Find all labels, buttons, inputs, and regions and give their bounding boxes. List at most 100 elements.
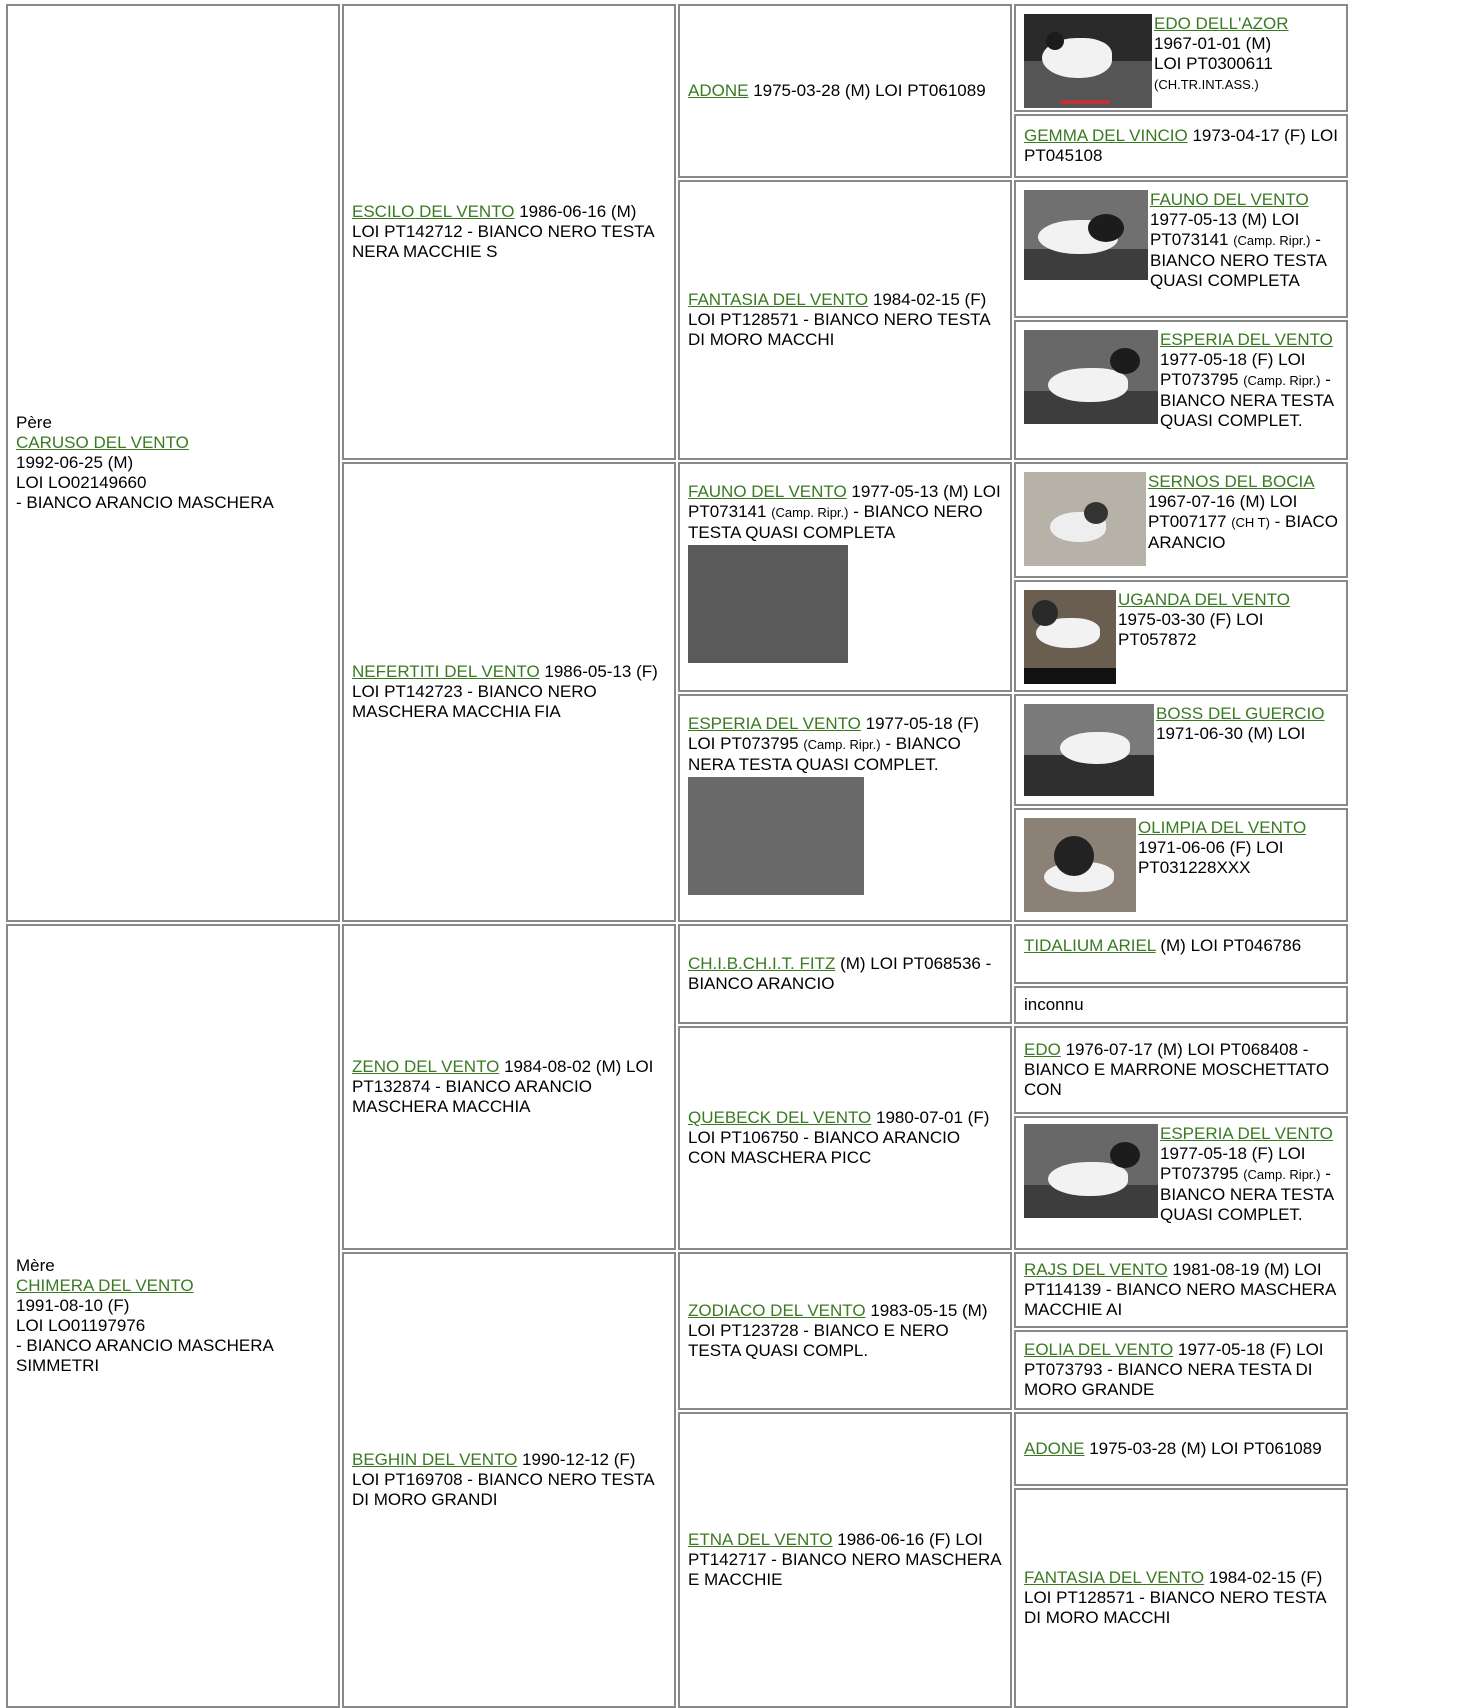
ggp-name-link[interactable]: FANTASIA DEL VENTO [688, 290, 869, 309]
gggp-name-link[interactable]: BOSS DEL GUERCIO [1156, 704, 1325, 723]
gggp-name-link[interactable]: EDO [1024, 1040, 1061, 1059]
gggp-title: (Camp. Ripr.) [1233, 233, 1311, 248]
ggp-name-link[interactable]: ADONE [688, 81, 749, 100]
ggp-info: 1975-03-28 (M) LOI PT061089 [748, 81, 986, 100]
ggp-info: 1977-05-18 (F) LOI PT073795 [688, 714, 980, 753]
gggp-info: 1971-06-06 (F) LOI PT031228XXX [1138, 838, 1284, 877]
gggp-cell-2: GEMMA DEL VINCIO 1973-04-17 (F) LOI PT04… [1014, 114, 1348, 178]
gggp-name-link[interactable]: UGANDA DEL VENTO [1118, 590, 1290, 609]
ggp-cell-3: FAUNO DEL VENTO 1977-05-13 (M) LOI PT073… [678, 462, 1012, 692]
gggp-name-link[interactable]: SERNOS DEL BOCIA [1148, 472, 1315, 491]
gggp-name-link[interactable]: FAUNO DEL VENTO [1150, 190, 1309, 209]
dog-photo-fauno[interactable] [688, 545, 848, 663]
ggp-info: 1983-05-15 (M) LOI PT123728 - BIANCO E N… [688, 1301, 988, 1360]
ggp-name-link[interactable]: ESPERIA DEL VENTO [688, 714, 861, 733]
gp-info: 1986-06-16 (M) LOI PT142712 - BIANCO NER… [352, 202, 654, 261]
ggp-cell-4: ESPERIA DEL VENTO 1977-05-18 (F) LOI PT0… [678, 694, 1012, 922]
gggp-info: 1967-01-01 (M) LOI PT0300611 [1154, 34, 1273, 73]
sire-role: Père [16, 413, 52, 432]
gggp-cell-15: ADONE 1975-03-28 (M) LOI PT061089 [1014, 1412, 1348, 1486]
dog-photo-fauno[interactable] [1024, 190, 1148, 280]
gp-name-link[interactable]: ZENO DEL VENTO [352, 1057, 500, 1076]
dog-photo-esperia[interactable] [688, 777, 864, 895]
gggp-title: (Camp. Ripr.) [1243, 1167, 1321, 1182]
ggp-title: (Camp. Ripr.) [771, 505, 849, 520]
gggp-cell-1: EDO DELL'AZOR 1967-01-01 (M) LOI PT03006… [1014, 4, 1348, 112]
gggp-info: 1973-04-17 (F) LOI PT045108 [1024, 126, 1338, 165]
dam-dob: 1991-08-10 (F) [16, 1296, 130, 1315]
ggp-name-link[interactable]: QUEBECK DEL VENTO [688, 1108, 872, 1127]
gggp-info: 1975-03-30 (F) LOI PT057872 [1118, 610, 1264, 649]
dog-photo-sernos[interactable] [1024, 472, 1146, 566]
ggp-info: (M) LOI PT068536 - BIANCO ARANCIO [688, 954, 992, 993]
gp-name-link[interactable]: BEGHIN DEL VENTO [352, 1450, 518, 1469]
gggp-info: 1977-05-18 (F) LOI PT073793 - BIANCO NER… [1024, 1340, 1324, 1399]
gggp-name-link[interactable]: EDO DELL'AZOR [1154, 14, 1289, 33]
gggp-info2: - BIACO ARANCIO [1148, 512, 1338, 552]
dog-photo-uganda[interactable] [1024, 590, 1116, 684]
gggp-cell-16: FANTASIA DEL VENTO 1984-02-15 (F) LOI PT… [1014, 1488, 1348, 1708]
gggp-name-link[interactable]: EOLIA DEL VENTO [1024, 1340, 1174, 1359]
gggp-title: (CH.TR.INT.ASS.) [1154, 77, 1259, 92]
ggp-name-link[interactable]: ZODIACO DEL VENTO [688, 1301, 866, 1320]
sire-cell: Père CARUSO DEL VENTO 1992-06-25 (M) LOI… [6, 4, 340, 922]
gp-cell-2: NEFERTITI DEL VENTO 1986-05-13 (F) LOI P… [342, 462, 676, 922]
dog-photo-esperia[interactable] [1024, 1124, 1158, 1218]
gggp-name-link[interactable]: FANTASIA DEL VENTO [1024, 1568, 1205, 1587]
gggp-name-link[interactable]: RAJS DEL VENTO [1024, 1260, 1168, 1279]
sire-dob: 1992-06-25 (M) [16, 453, 134, 472]
gggp-cell-8: OLIMPIA DEL VENTO 1971-06-06 (F) LOI PT0… [1014, 808, 1348, 922]
gggp-cell-3: FAUNO DEL VENTO 1977-05-13 (M) LOI PT073… [1014, 180, 1348, 318]
dog-photo-esperia[interactable] [1024, 330, 1158, 424]
gggp-name-link[interactable]: ESPERIA DEL VENTO [1160, 330, 1333, 349]
unknown-ancestor: inconnu [1024, 995, 1084, 1014]
dog-photo-olimpia[interactable] [1024, 818, 1136, 912]
ggp-cell-5: CH.I.B.CH.I.T. FITZ (M) LOI PT068536 - B… [678, 924, 1012, 1024]
ggp-title: (Camp. Ripr.) [803, 737, 881, 752]
gggp-info2: - BIANCO NERO TESTA QUASI COMPLETA [1150, 230, 1327, 290]
dog-photo-edo-azor[interactable] [1024, 14, 1152, 108]
gggp-name-link[interactable]: OLIMPIA DEL VENTO [1138, 818, 1307, 837]
ggp-info2: - BIANCO NERA TESTA QUASI COMPLET. [688, 734, 961, 774]
ggp-name-link[interactable]: CH.I.B.CH.I.T. FITZ [688, 954, 836, 973]
gggp-title: (Camp. Ripr.) [1243, 373, 1321, 388]
dam-color: - BIANCO ARANCIO MASCHERA SIMMETRI [16, 1336, 273, 1375]
gggp-info: 1977-05-13 (M) LOI PT073141 [1150, 210, 1300, 249]
gggp-name-link[interactable]: TIDALIUM ARIEL [1024, 936, 1156, 955]
gggp-info: 1984-02-15 (F) LOI PT128571 - BIANCO NER… [1024, 1568, 1326, 1627]
gggp-cell-9: TIDALIUM ARIEL (M) LOI PT046786 [1014, 924, 1348, 984]
gggp-info: 1981-08-19 (M) LOI PT114139 - BIANCO NER… [1024, 1260, 1336, 1319]
gggp-name-link[interactable]: GEMMA DEL VINCIO [1024, 126, 1188, 145]
ggp-name-link[interactable]: ETNA DEL VENTO [688, 1530, 833, 1549]
gggp-cell-7: BOSS DEL GUERCIO 1971-06-30 (M) LOI [1014, 694, 1348, 806]
gggp-cell-12: ESPERIA DEL VENTO 1977-05-18 (F) LOI PT0… [1014, 1116, 1348, 1250]
gggp-cell-14: EOLIA DEL VENTO 1977-05-18 (F) LOI PT073… [1014, 1330, 1348, 1410]
ggp-info: 1977-05-13 (M) LOI PT073141 [688, 482, 1001, 521]
gggp-info: 1976-07-17 (M) LOI PT068408 - BIANCO E M… [1024, 1040, 1330, 1099]
ggp-cell-8: ETNA DEL VENTO 1986-06-16 (F) LOI PT1427… [678, 1412, 1012, 1708]
gggp-cell-10: inconnu [1014, 986, 1348, 1024]
ggp-cell-6: QUEBECK DEL VENTO 1980-07-01 (F) LOI PT1… [678, 1026, 1012, 1250]
sire-name-link[interactable]: CARUSO DEL VENTO [16, 433, 189, 452]
ggp-info2: - BIANCO NERO TESTA QUASI COMPLETA [688, 502, 983, 542]
gggp-info: (M) LOI PT046786 [1155, 936, 1302, 955]
gp-info: 1984-08-02 (M) LOI PT132874 - BIANCO ARA… [352, 1057, 654, 1116]
gggp-cell-5: SERNOS DEL BOCIA 1967-07-16 (M) LOI PT00… [1014, 462, 1348, 578]
dog-photo-boss[interactable] [1024, 704, 1154, 796]
dam-name-link[interactable]: CHIMERA DEL VENTO [16, 1276, 194, 1295]
gggp-info: 1977-05-18 (F) LOI PT073795 [1160, 350, 1306, 389]
gp-info: 1990-12-12 (F) LOI PT169708 - BIANCO NER… [352, 1450, 654, 1509]
gp-name-link[interactable]: NEFERTITI DEL VENTO [352, 662, 540, 681]
ggp-cell-7: ZODIACO DEL VENTO 1983-05-15 (M) LOI PT1… [678, 1252, 1012, 1410]
gggp-name-link[interactable]: ESPERIA DEL VENTO [1160, 1124, 1333, 1143]
gggp-info: 1971-06-30 (M) LOI [1156, 724, 1306, 743]
gggp-name-link[interactable]: ADONE [1024, 1439, 1085, 1458]
gggp-cell-4: ESPERIA DEL VENTO 1977-05-18 (F) LOI PT0… [1014, 320, 1348, 460]
ggp-name-link[interactable]: FAUNO DEL VENTO [688, 482, 847, 501]
gggp-info2: - BIANCO NERA TESTA QUASI COMPLET. [1160, 370, 1334, 430]
gggp-cell-11: EDO 1976-07-17 (M) LOI PT068408 - BIANCO… [1014, 1026, 1348, 1114]
sire-loi: LOI LO02149660 [16, 473, 147, 492]
gp-name-link[interactable]: ESCILO DEL VENTO [352, 202, 515, 221]
dam-loi: LOI LO01197976 [16, 1316, 146, 1335]
gggp-info: 1975-03-28 (M) LOI PT061089 [1084, 1439, 1322, 1458]
